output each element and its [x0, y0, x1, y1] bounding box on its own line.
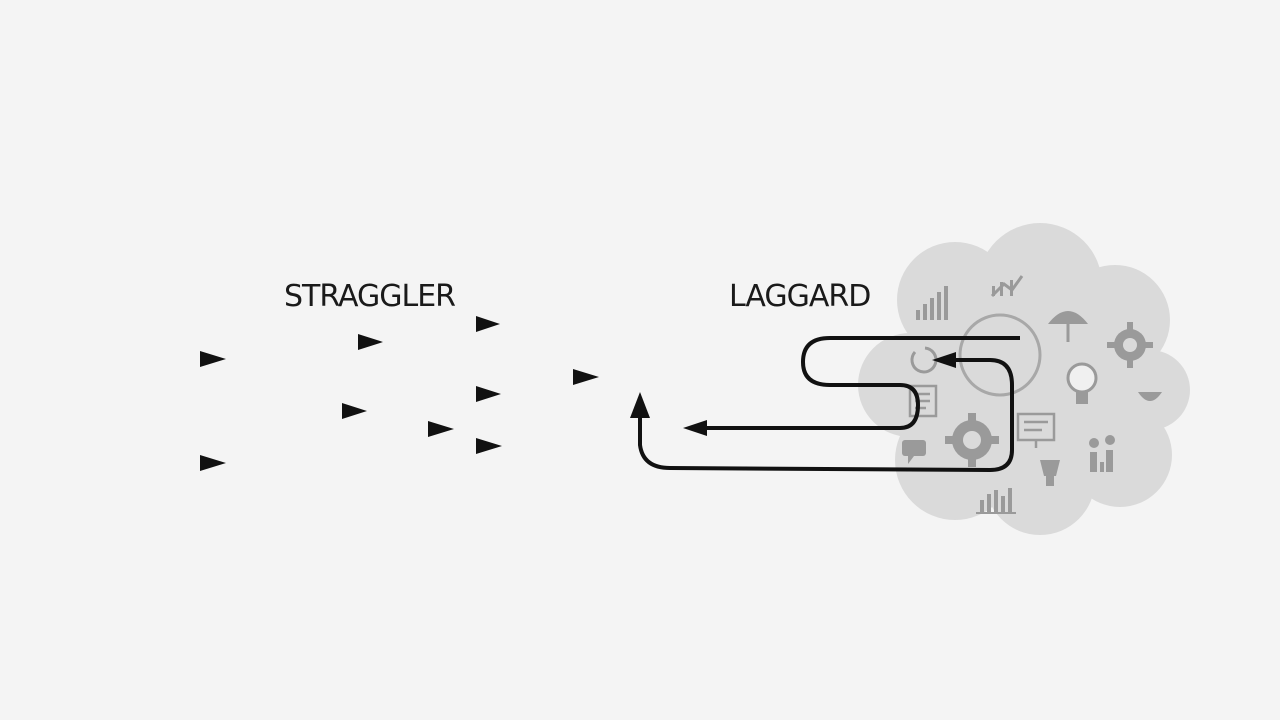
- laggard-label: LAGGARD: [729, 279, 871, 314]
- growth-chart-icon: [990, 275, 1024, 298]
- straggler-arrow: [0, 438, 502, 454]
- straggler-arrow: [0, 316, 500, 332]
- umbrella-icon: [1048, 311, 1088, 342]
- idea-cloud: [858, 223, 1190, 535]
- laggard-arrowhead-left: [683, 420, 707, 436]
- gear-icon: [1107, 322, 1153, 368]
- laggard-return-path: [638, 358, 1014, 473]
- laggard-arrowhead-up: [630, 392, 650, 418]
- straggler-arrow: [0, 334, 383, 350]
- straggler-arrow: [0, 369, 599, 385]
- bar-chart-icon: [976, 488, 1016, 514]
- laggard-arrows: [630, 336, 1020, 473]
- bar-chart-icon: [916, 286, 948, 320]
- presentation-icon: [1016, 412, 1056, 448]
- straggler-arrows: [0, 316, 599, 471]
- straggler-arrow: [0, 351, 226, 367]
- gear-icon: [945, 413, 999, 467]
- straggler-label: STRAGGLER: [284, 279, 456, 314]
- straggler-arrow: [0, 421, 454, 437]
- laggard-winding-path: [705, 336, 1020, 430]
- bowl-icon: [1138, 392, 1162, 401]
- laggard-arrowhead-inner: [932, 352, 956, 368]
- people-icon: [1089, 435, 1115, 472]
- trophy-icon: [1040, 460, 1060, 486]
- compass-icon: [958, 313, 1042, 397]
- straggler-arrow: [0, 403, 367, 419]
- lightbulb-icon: [1066, 362, 1098, 404]
- straggler-arrow: [0, 455, 226, 471]
- straggler-arrow: [0, 386, 501, 402]
- refresh-icon: [910, 346, 938, 374]
- chat-bubble-icon: [902, 440, 926, 464]
